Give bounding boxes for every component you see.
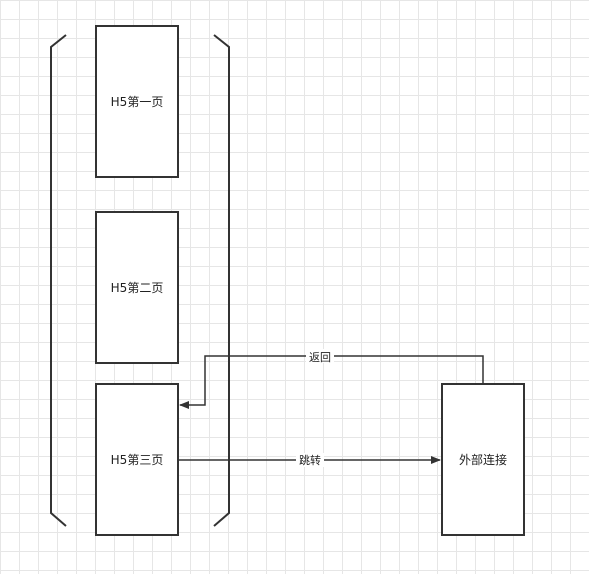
- node-external-link-label: 外部连接: [458, 453, 507, 467]
- node-page-1[interactable]: H5第一页: [95, 25, 179, 178]
- node-page-2-label: H5第二页: [110, 281, 164, 295]
- back-label: 返回: [309, 351, 331, 364]
- back-arrow: [179, 355, 484, 409]
- back-label-bg: [306, 349, 334, 363]
- jump-label-bg: [296, 453, 324, 467]
- node-page-3-label: H5第三页: [110, 453, 164, 467]
- node-page-1-label: H5第一页: [110, 95, 164, 109]
- left-bracket: [50, 34, 67, 527]
- jump-label: 跳转: [299, 453, 321, 467]
- node-page-2[interactable]: H5第二页: [95, 211, 179, 364]
- right-bracket: [213, 34, 230, 527]
- node-external-link[interactable]: 外部连接: [441, 383, 525, 536]
- node-page-3[interactable]: H5第三页: [95, 383, 179, 536]
